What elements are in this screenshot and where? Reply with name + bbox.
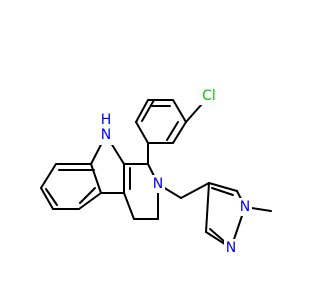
bond-p4-p5-second-line <box>211 187 234 196</box>
bond-r2-r3-second-line <box>45 188 58 206</box>
bond-r1-r2 <box>40 163 57 189</box>
bond-a4-a5 <box>172 99 187 123</box>
bond-a1-a2-second-line <box>141 99 155 122</box>
bond-a5-a6-second-line <box>166 121 179 141</box>
atom-n-pyrazole-methyl-label: N <box>240 199 250 215</box>
atom-n-pyrazole: N <box>224 239 238 257</box>
atom-n-indole: H N <box>96 112 116 145</box>
atom-n-indole-h-label: H <box>101 112 112 128</box>
atom-n-ring: N <box>151 175 165 193</box>
atom-n-pyrazole-label: N <box>226 240 236 256</box>
molecule-structure: Cl H N N N N <box>40 87 272 257</box>
atom-label-layer: Cl H N N N N <box>96 87 252 257</box>
bond-c4a-c4 <box>123 192 135 220</box>
bond-a2-a3 <box>135 99 149 123</box>
bond-ch2-p4 <box>180 182 210 199</box>
bond-r4-c4b <box>78 192 102 210</box>
bond-r2-r3 <box>40 187 54 210</box>
atom-n-pyrazole-methyl: N <box>238 198 252 216</box>
bond-p3-p4 <box>205 182 210 233</box>
bond-a1-a2 <box>135 121 149 144</box>
atom-cl: Cl <box>197 87 221 105</box>
bond-nn-p3-second-line <box>209 228 226 243</box>
bond-r4-c4b-second-line <box>79 187 96 204</box>
bond-c4b-c8a <box>90 163 102 194</box>
atom-cl-label: Cl <box>202 88 216 104</box>
atom-n-ring-label: N <box>153 176 163 192</box>
atom-n-indole-label: N <box>101 127 111 143</box>
bond-a5-a6 <box>172 121 187 144</box>
bond-p4-p5 <box>208 182 238 192</box>
bond-layer <box>40 95 272 249</box>
